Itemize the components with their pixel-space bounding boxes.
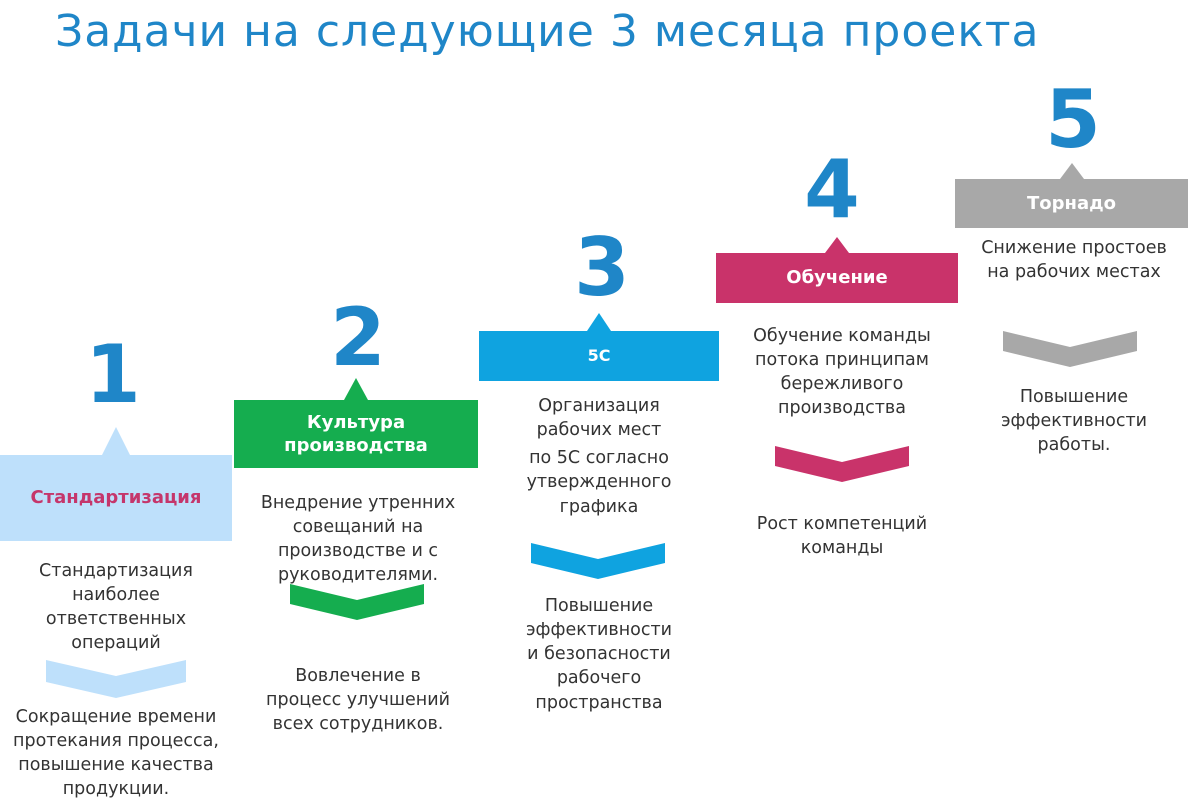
step-1-label: Стандартизация xyxy=(30,487,202,509)
step-4-banner: Обучение xyxy=(716,237,958,303)
step-4-chevron xyxy=(775,446,909,482)
step-1-chevron xyxy=(46,660,186,698)
step-2-number: 2 xyxy=(330,291,386,384)
step-4-number: 4 xyxy=(804,143,860,236)
step-1-number: 1 xyxy=(85,328,141,421)
step-1-banner: Стандартизация xyxy=(0,427,232,541)
step-4-label: Обучение xyxy=(786,267,888,289)
step-2-chevron xyxy=(290,584,424,620)
step-2-banner: Культура производства xyxy=(234,378,478,468)
page-title: Задачи на следующие 3 месяца проекта xyxy=(55,6,1040,57)
step-5-label: Торнадо xyxy=(1026,192,1116,214)
step-3-label: 5С xyxy=(587,345,611,365)
step-5-chevron xyxy=(1003,331,1137,367)
step-3-number: 3 xyxy=(574,221,630,314)
step-2-label-line-1: Культура xyxy=(306,411,406,433)
step-3-banner: 5С xyxy=(479,313,719,381)
step-3-chevron xyxy=(531,543,665,579)
step-2-label-line-2: производства xyxy=(284,435,428,456)
step-5-number: 5 xyxy=(1045,73,1101,166)
step-5-banner: Торнадо xyxy=(955,163,1188,228)
